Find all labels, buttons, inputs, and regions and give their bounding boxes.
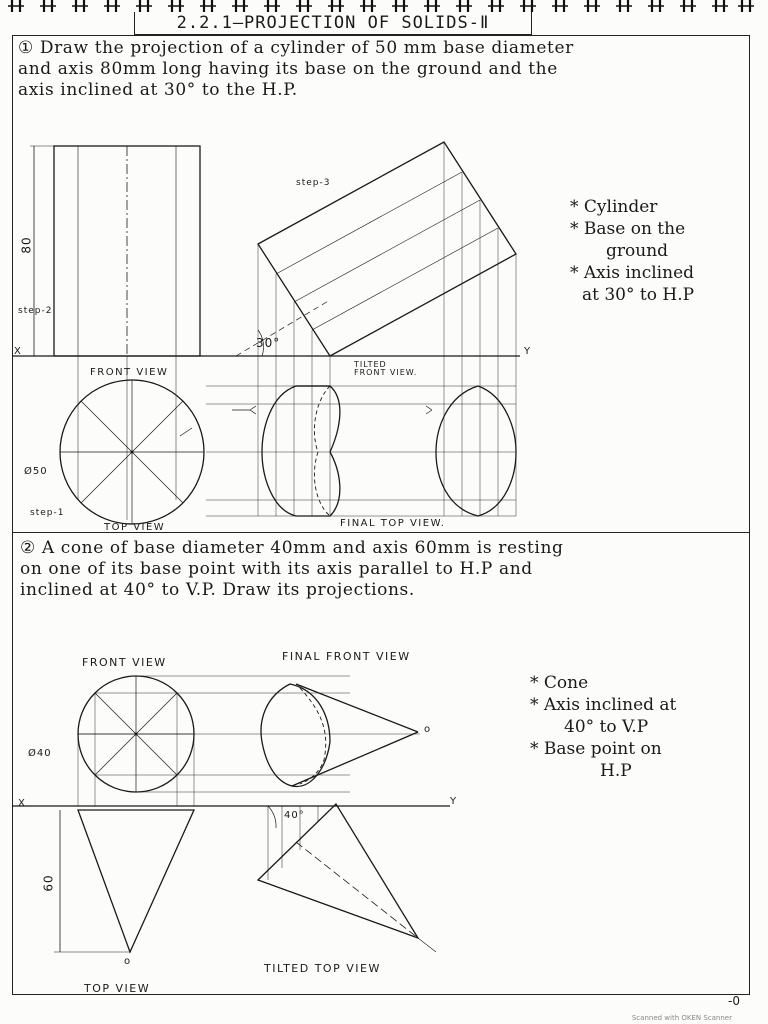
page-title: 2.2.1—PROJECTION OF SOLIDS-Ⅱ (134, 12, 532, 35)
label-dia-40: Ø40 (28, 748, 52, 759)
label-y-2: Y (450, 796, 458, 807)
label-step-1: step-1 (30, 508, 65, 518)
label-front-view-1: FRONT VIEW (90, 367, 169, 378)
label-top-view-2: TOP VIEW (84, 982, 151, 995)
label-tilted-1: TILTED (354, 360, 387, 369)
final-top-view-left-ellipse (261, 385, 341, 517)
note-item: * Axis inclined at (530, 695, 677, 715)
section-divider (12, 532, 750, 533)
label-y-1: Y (524, 346, 532, 357)
note-item: * Cone (530, 673, 589, 693)
label-top-view-1: TOP VIEW (104, 522, 166, 533)
label-apex-2: o (124, 956, 132, 967)
note-item: * Base on the (570, 219, 686, 239)
note-item: 40° to V.P (564, 717, 649, 737)
cone-generator-top (295, 683, 419, 733)
note-item: * Cylinder (570, 197, 658, 217)
problem-2-notes: * Cone * Axis inclined at 40° to V.P * B… (530, 672, 676, 782)
label-angle-40: 40° (284, 810, 305, 821)
page-number: -0 (728, 994, 740, 1008)
label-dim-60: 60 (41, 874, 56, 892)
final-front-view-ellipse (260, 683, 331, 788)
note-item: * Base point on (530, 739, 662, 759)
problem-1-statement: ① Draw the projection of a cylinder of 5… (18, 38, 574, 100)
problem-1-drawing (12, 141, 520, 525)
page-frame (12, 35, 750, 995)
problem-1-notes: * Cylinder * Base on the ground * Axis i… (570, 196, 694, 306)
problem-2-statement: ② A cone of base diameter 40mm and axis … (20, 538, 564, 600)
note-item: H.P (600, 761, 632, 781)
note-item: * Axis inclined (570, 263, 695, 283)
label-final-front-view: FINAL FRONT VIEW (282, 650, 411, 663)
label-x-2: X (18, 798, 26, 809)
label-tilted-2: FRONT VIEW. (354, 368, 418, 377)
label-angle-30: 30° (256, 336, 281, 350)
cone-generator-bottom (291, 731, 419, 787)
scanner-watermark: Scanned with OKEN Scanner (631, 1014, 732, 1022)
label-step-2: step-2 (18, 306, 53, 316)
label-final-top-view: FINAL TOP VIEW. (340, 518, 446, 529)
label-apex-1: o (424, 724, 432, 735)
spiral-binding (8, 0, 754, 12)
label-x-1: X (14, 346, 22, 357)
final-top-view-right-ellipse (435, 385, 517, 517)
note-item: ground (606, 241, 669, 261)
label-step-3: step-3 (296, 178, 331, 188)
cone-top-view (77, 809, 196, 954)
note-item: at 30° to H.P (582, 285, 695, 305)
label-dia-50: Ø50 (24, 466, 48, 477)
label-tilted-top-view: TILTED TOP VIEW (264, 962, 381, 975)
label-front-view-2: FRONT VIEW (82, 656, 167, 669)
